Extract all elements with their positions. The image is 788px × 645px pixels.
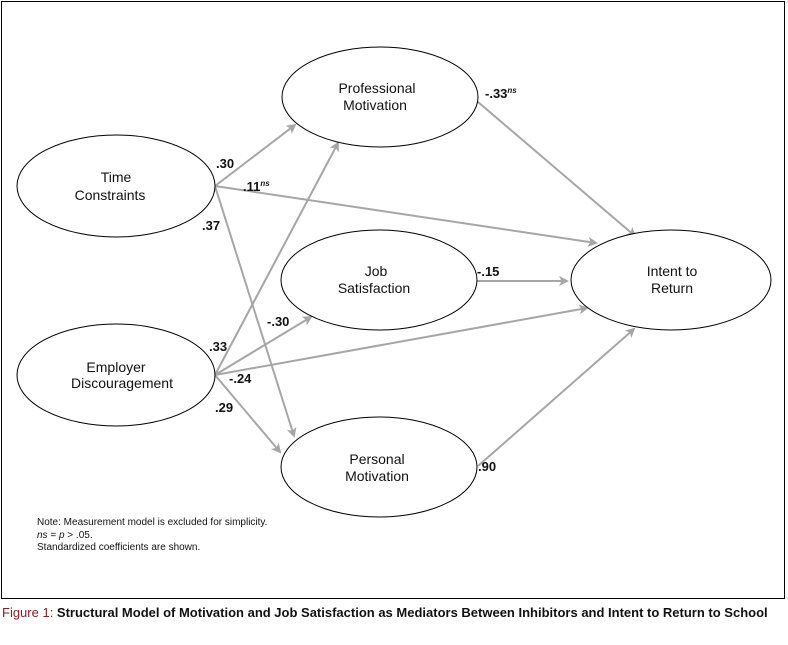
coef-job-intent: -.15 xyxy=(477,264,499,279)
node-intent-to-return: Intent to Return xyxy=(570,229,772,331)
figure-caption: Figure 1: Structural Model of Motivation… xyxy=(2,604,786,621)
coef-time-intent: .11ns xyxy=(243,179,270,194)
coef-employer-professional: .33 xyxy=(209,339,227,354)
coef-employer-intent: -.24 xyxy=(229,371,252,386)
arrow-time-to-personal xyxy=(214,185,297,438)
node-label-line2: Constraints xyxy=(75,187,146,203)
node-label-line1: Professional xyxy=(338,80,415,96)
arrow-professional-to-intent xyxy=(477,101,637,238)
node-label-line1: Job xyxy=(365,263,388,279)
arrows xyxy=(214,101,637,467)
node-label-line1: Personal xyxy=(349,451,404,467)
arrow-employer-to-job xyxy=(214,315,313,376)
node-professional-motivation: Professional Motivation xyxy=(281,46,479,148)
node-label-line1: Time xyxy=(101,169,132,185)
coefficient-labels: .30 .11ns .37 .33 -.30 -.24 .29 -.33ns -… xyxy=(202,86,517,474)
coef-employer-job: -.30 xyxy=(267,314,289,329)
arrow-employer-to-professional xyxy=(214,141,339,376)
node-label-line1: Employer xyxy=(86,359,145,375)
arrow-time-to-professional xyxy=(214,123,297,187)
note-line-1: Note: Measurement model is excluded for … xyxy=(37,517,268,528)
node-time-constraints: Time Constraints xyxy=(16,134,216,238)
figure-frame xyxy=(1,1,785,599)
arrow-personal-to-intent xyxy=(477,327,636,467)
node-label-line2: Return xyxy=(651,280,693,296)
note-line-2: ns = p > .05. xyxy=(37,529,93,541)
coef-time-professional: .30 xyxy=(216,156,234,171)
coef-personal-intent: .90 xyxy=(478,459,496,474)
coef-time-personal: .37 xyxy=(202,218,220,233)
arrow-employer-to-personal xyxy=(214,374,282,454)
path-diagram: Time Constraints Employer Discouragement… xyxy=(16,46,772,518)
note-line-3: Standardized coefficients are shown. xyxy=(37,542,201,553)
node-personal-motivation: Personal Motivation xyxy=(280,416,478,518)
figure-label: Figure 1: xyxy=(2,605,57,620)
diagram-note: Note: Measurement model is excluded for … xyxy=(37,517,267,555)
node-label-line1: Intent to xyxy=(647,263,698,279)
node-job-satisfaction: Job Satisfaction xyxy=(280,229,478,331)
coef-professional-intent: -.33ns xyxy=(485,86,517,101)
coef-employer-personal: .29 xyxy=(215,400,233,415)
figure-title: Structural Model of Motivation and Job S… xyxy=(56,605,768,620)
node-label-line2: Discouragement xyxy=(71,375,173,391)
arrow-time-to-intent xyxy=(214,185,598,247)
arrow-employer-to-intent xyxy=(214,304,589,376)
node-employer-discouragement: Employer Discouragement xyxy=(16,323,216,427)
node-label-line2: Satisfaction xyxy=(338,280,410,296)
node-label-line2: Motivation xyxy=(345,468,409,484)
node-label-line2: Motivation xyxy=(343,97,407,113)
